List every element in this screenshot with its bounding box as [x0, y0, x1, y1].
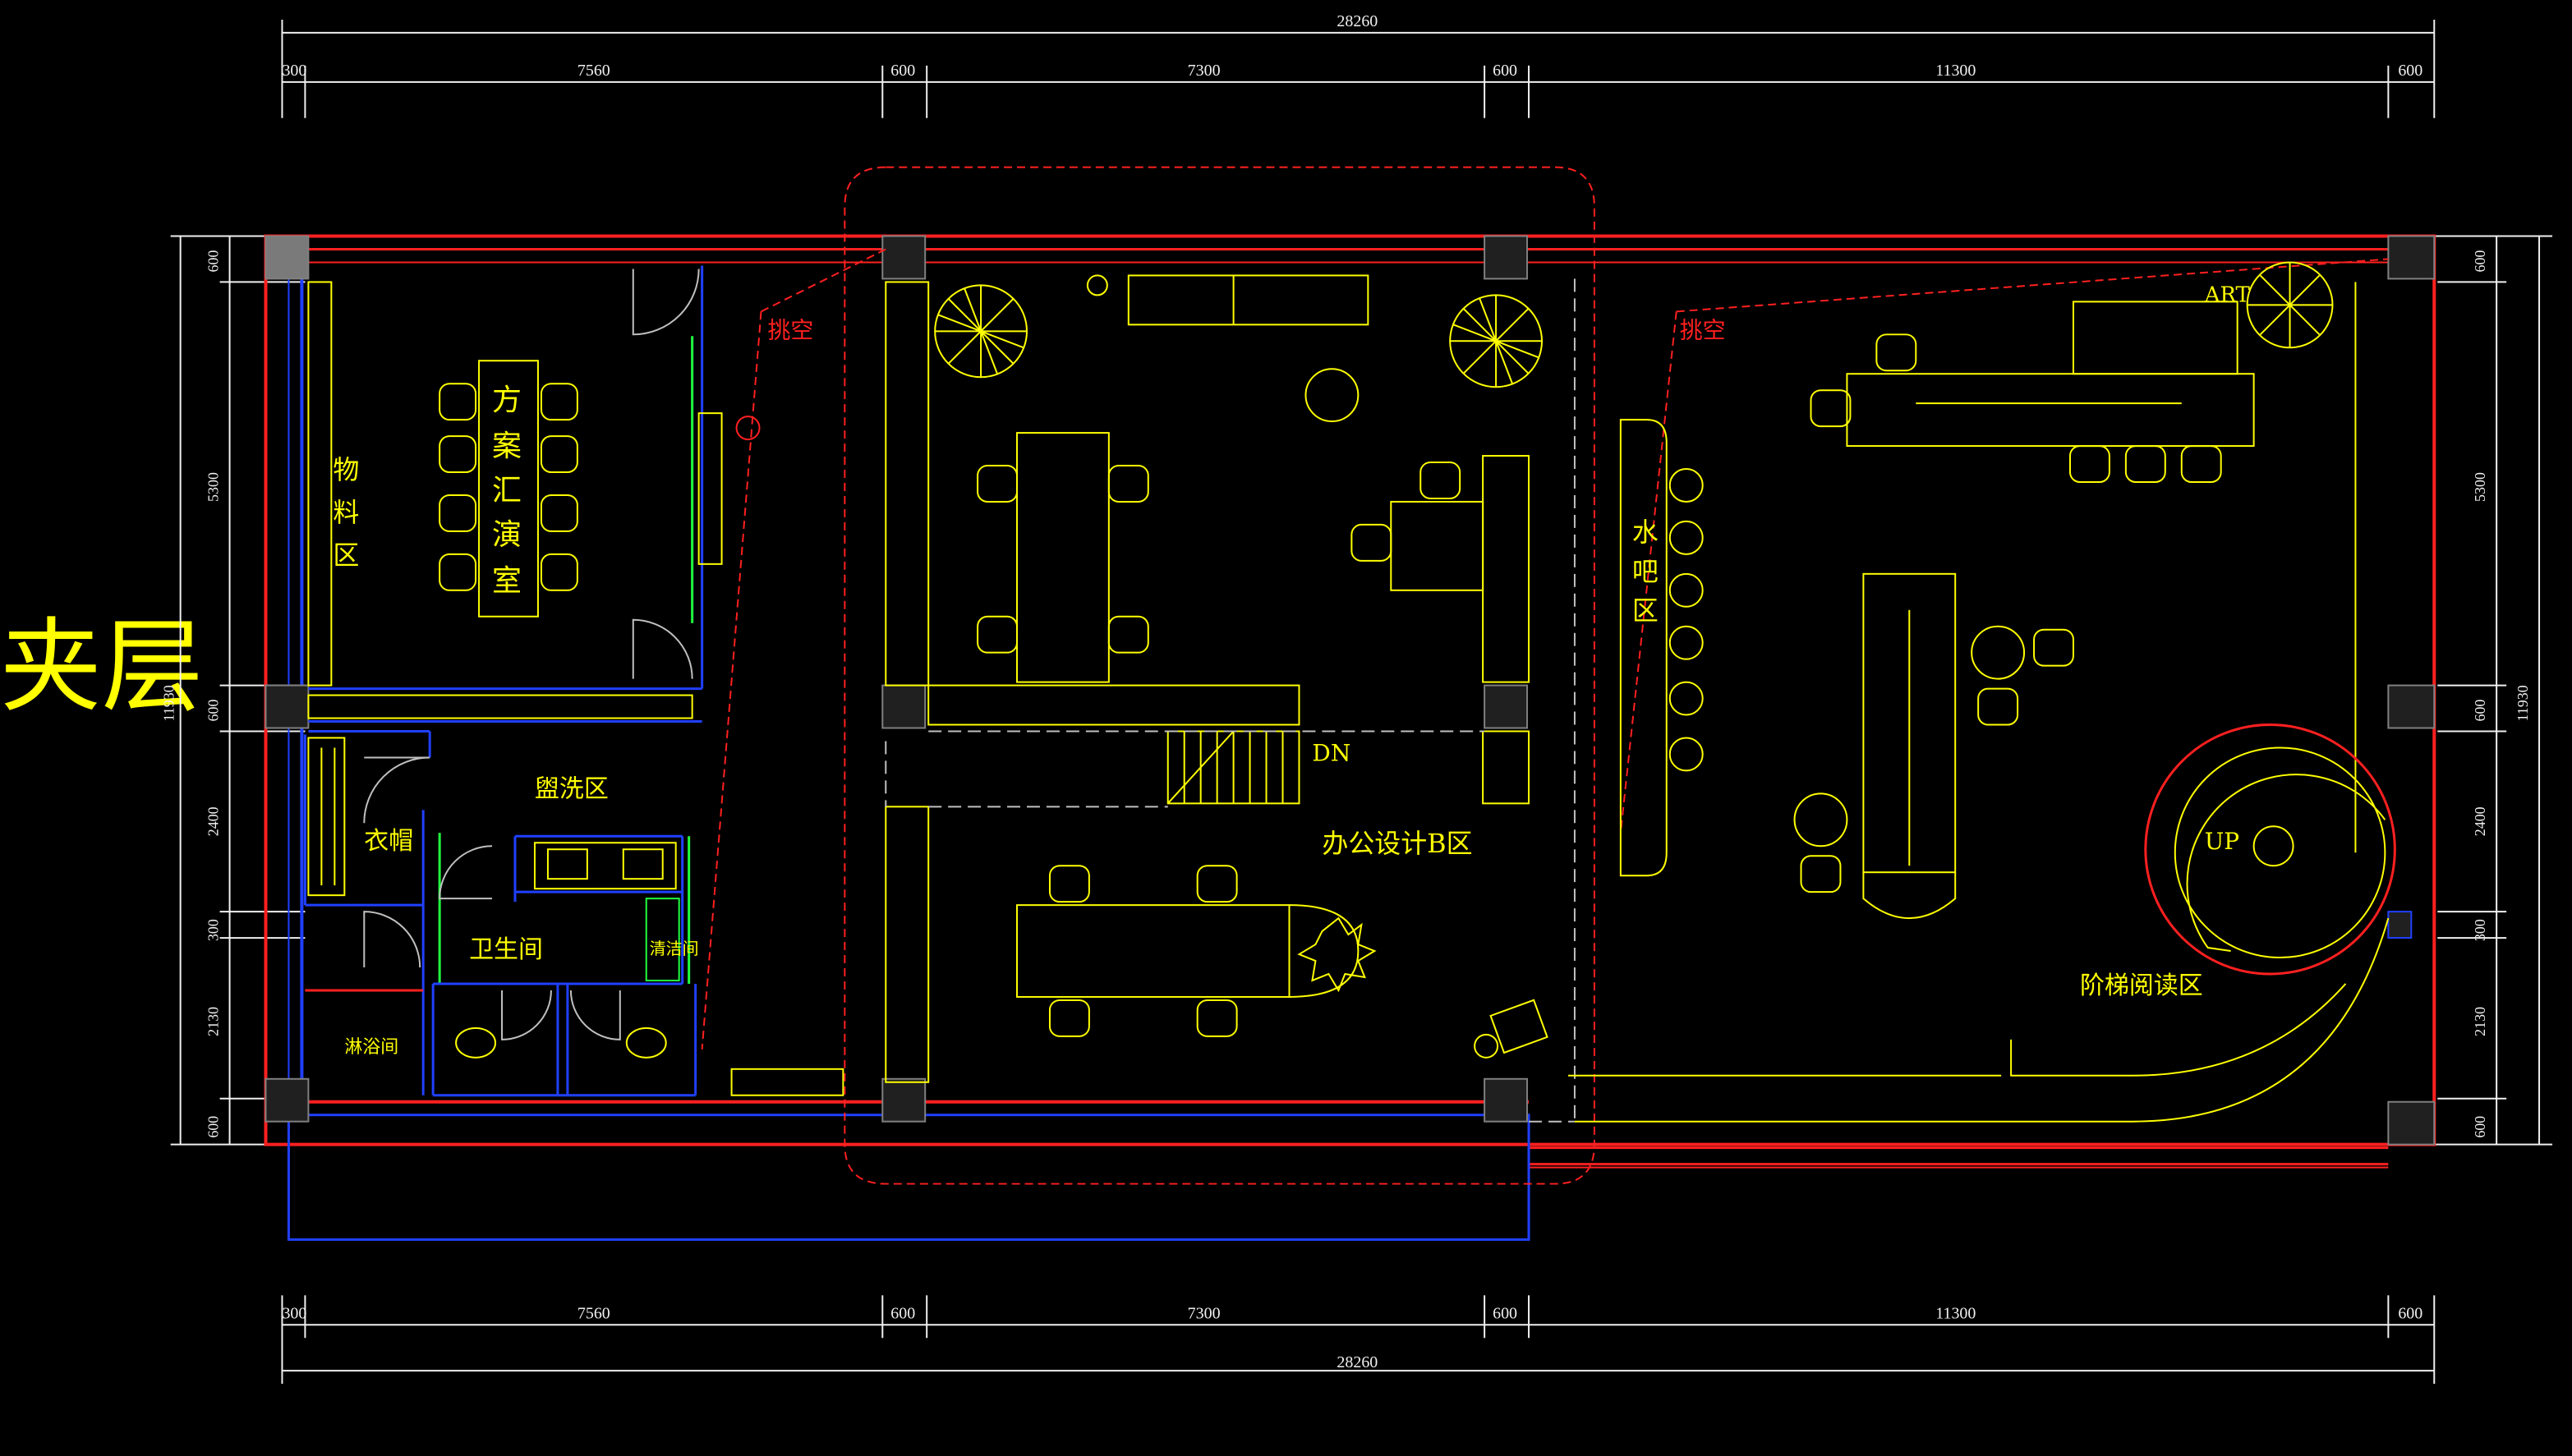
dim-bottom-seg: 600: [2398, 1304, 2422, 1322]
label-art: ART: [2204, 282, 2251, 307]
label-void-left: 挑空: [768, 316, 814, 343]
dim-right-seg: 600: [2472, 250, 2488, 272]
plan-title: 夹层: [0, 609, 204, 727]
dim-left-seg: 5300: [205, 472, 222, 502]
dim-left-seg: 2400: [205, 806, 222, 836]
dim-left-seg: 600: [205, 700, 222, 722]
dim-right-seg: 600: [2472, 700, 2488, 722]
dim-right-seg: 2130: [2472, 1007, 2488, 1036]
dim-bottom-seg: 7560: [577, 1304, 610, 1322]
dimension-bottom: [281, 1295, 2436, 1385]
dim-left-seg: 2130: [205, 1007, 222, 1036]
interior-partitions: [303, 265, 704, 1097]
label-cleaning-room: 清洁间: [650, 939, 699, 958]
dimension-top: [281, 19, 2436, 118]
label-water-bar: 吧: [1632, 556, 1659, 587]
furniture: [307, 274, 2390, 1123]
label-reading-area: 阶梯阅读区: [2080, 971, 2203, 1000]
dim-left-total: 11930: [161, 685, 177, 721]
dim-bottom-seg: 300: [282, 1304, 306, 1322]
label-shower-room: 淋浴间: [344, 1037, 398, 1058]
dim-right-seg: 2400: [2472, 806, 2488, 836]
label-void-right: 挑空: [1680, 316, 1726, 343]
room-labels: 方 案 汇 演 室 物 料 区 盥洗区 衣帽 卫生间 清洁间 淋浴间 办公设计B…: [333, 282, 2250, 1057]
dim-bottom-total: 28260: [1337, 1353, 1378, 1371]
label-office-area: 办公设计B区: [1322, 828, 1472, 859]
label-cloakroom: 衣帽: [364, 827, 413, 856]
dim-top-total: 28260: [1337, 12, 1378, 30]
label-washing-area: 盥洗区: [535, 774, 609, 803]
label-presentation-room: 室: [492, 564, 522, 598]
label-water-bar: 区: [1632, 595, 1659, 627]
label-stair-up: UP: [2205, 828, 2239, 855]
label-material-area: 区: [333, 540, 359, 571]
door-swings: [363, 269, 700, 1040]
label-stair-down: DN: [1312, 739, 1350, 766]
label-material-area: 料: [333, 497, 359, 528]
dim-right-total: 11930: [2514, 685, 2531, 721]
dim-bottom-seg: 600: [1493, 1304, 1517, 1322]
plant-icon: [934, 261, 2334, 993]
dim-top-seg: 600: [2398, 62, 2422, 80]
dim-left-seg: 600: [205, 250, 222, 272]
label-presentation-room: 方: [492, 384, 522, 417]
dim-bottom-seg: 600: [890, 1304, 915, 1322]
outer-walls: [264, 234, 2436, 1241]
dim-top-seg: 600: [1493, 62, 1517, 80]
dim-top-seg: 7300: [1188, 62, 1221, 80]
dimension-sides: [170, 235, 2553, 1146]
label-material-area: 物: [333, 454, 359, 485]
label-presentation-room: 汇: [492, 474, 522, 508]
label-presentation-room: 案: [492, 429, 522, 463]
dim-right-seg: 5300: [2472, 472, 2488, 502]
dim-bottom-seg: 11300: [1935, 1304, 1976, 1322]
void-outlines: [701, 166, 2389, 1185]
dim-right-seg: 300: [2472, 919, 2488, 941]
spiral-stair-outline: [2144, 723, 2396, 976]
label-toilet: 卫生间: [469, 935, 543, 964]
label-water-bar: 水: [1632, 517, 1659, 548]
structural-columns: [265, 235, 2436, 1146]
dim-top-seg: 11300: [1935, 62, 1976, 80]
dim-top-seg: 300: [282, 62, 306, 80]
dim-right-seg: 600: [2472, 1116, 2488, 1138]
dim-bottom-seg: 7300: [1188, 1304, 1221, 1322]
label-presentation-room: 演: [492, 518, 522, 552]
dim-top-seg: 7560: [577, 62, 610, 80]
dim-left-seg: 300: [205, 919, 222, 941]
dim-top-seg: 600: [890, 62, 915, 80]
dim-left-seg: 600: [205, 1116, 222, 1138]
